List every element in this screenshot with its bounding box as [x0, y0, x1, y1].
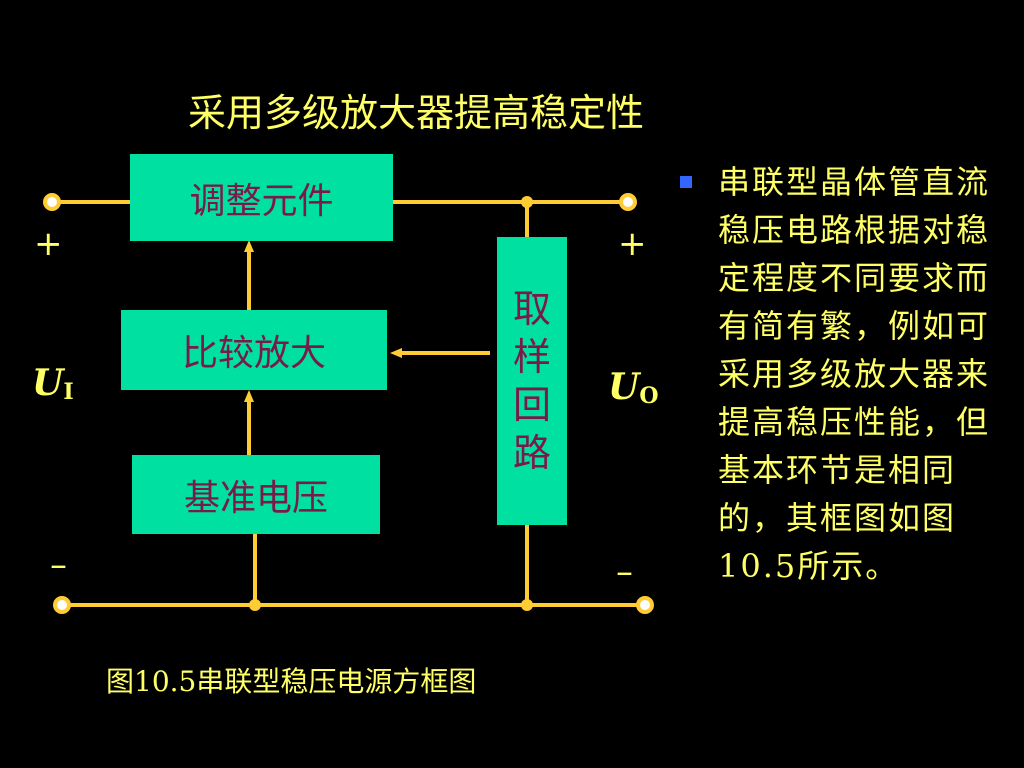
comparator-amp-block: 比较放大 — [121, 310, 387, 390]
sampling-char: 路 — [512, 431, 551, 475]
output-terminal-bottom — [636, 596, 654, 614]
input-minus-sign: – — [50, 545, 67, 585]
junction-top — [521, 196, 533, 208]
sampling-block: 取 样 回 路 — [497, 237, 567, 525]
reference-block: 基准电压 — [132, 455, 380, 534]
description-text: 串联型晶体管直流稳压电路根据对稳定程度不同要求而有简有繁，例如可采用多级放大器来… — [680, 158, 1020, 590]
output-voltage-label: UO — [608, 366, 659, 409]
arrow-up-amp — [244, 390, 254, 402]
arrow-up-regulator — [244, 240, 254, 252]
output-minus-sign: – — [616, 552, 633, 592]
input-voltage-label: UI — [32, 362, 74, 405]
bullet-icon — [680, 176, 692, 188]
input-plus-sign: + — [34, 224, 63, 264]
junction-bottom-sample — [521, 599, 533, 611]
regulator-block: 调整元件 — [130, 154, 393, 241]
slide-title: 采用多级放大器提高稳定性 — [188, 91, 645, 135]
input-terminal-bottom — [53, 596, 71, 614]
sampling-char: 取 — [512, 287, 551, 331]
arrow-left-amp — [390, 348, 402, 358]
output-plus-sign: + — [618, 224, 647, 264]
junction-bottom-reference — [249, 599, 261, 611]
sampling-char: 样 — [512, 335, 551, 379]
output-terminal-top — [619, 193, 637, 211]
description-paragraph: 串联型晶体管直流稳压电路根据对稳定程度不同要求而有简有繁，例如可采用多级放大器来… — [718, 163, 991, 585]
figure-caption: 图10.5串联型稳压电源方框图 — [106, 665, 477, 698]
sampling-char: 回 — [512, 383, 551, 427]
input-terminal-top — [43, 193, 61, 211]
